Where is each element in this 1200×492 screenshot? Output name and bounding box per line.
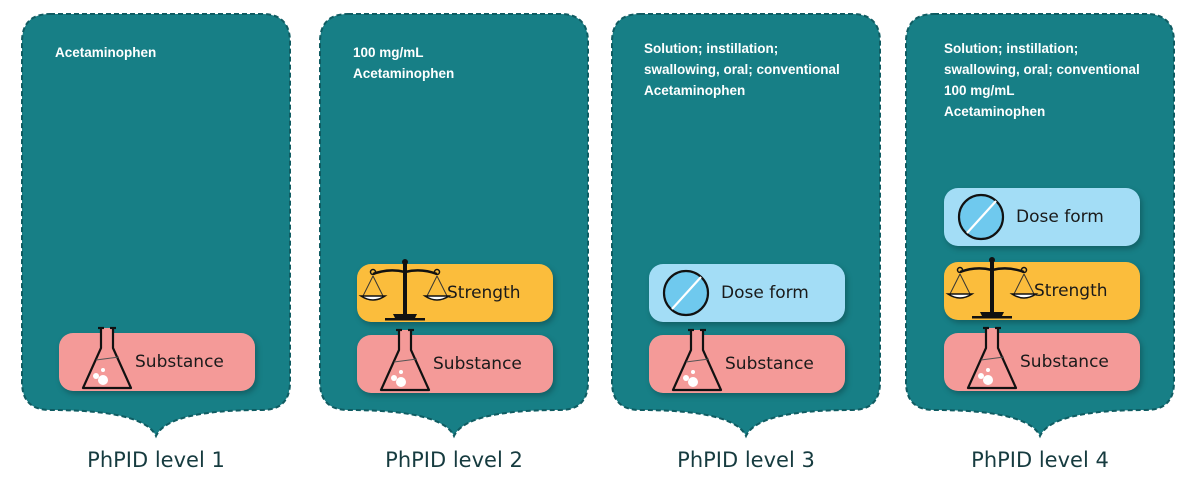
- substance-chip: Substance: [649, 328, 845, 393]
- strength-label: Strength: [447, 283, 521, 303]
- flask-icon: [671, 328, 723, 392]
- dose-form-chip: Dose form: [944, 188, 1140, 246]
- flask-icon: [81, 326, 133, 390]
- strength-chip: Strength: [357, 259, 553, 322]
- dose-form-label: Dose form: [1016, 207, 1104, 227]
- description-line: Solution; instillation;: [644, 41, 779, 56]
- panel-shape: [611, 13, 881, 439]
- substance-label: Substance: [433, 354, 522, 374]
- level-4-description: Solution; instillation; swallowing, oral…: [944, 38, 1140, 122]
- dose-form-chip: Dose form: [649, 264, 845, 322]
- level-1-description: Acetaminophen: [55, 42, 156, 63]
- substance-chip: Substance: [357, 328, 553, 393]
- tablet-icon: [957, 193, 1005, 241]
- flask-icon: [966, 326, 1018, 390]
- level-3-description: Solution; instillation; swallowing, oral…: [644, 38, 840, 101]
- panel-background: [21, 13, 291, 439]
- panel-background: [611, 13, 881, 439]
- level-4-title: PhPID level 4: [971, 448, 1109, 472]
- description-line: Acetaminophen: [944, 104, 1046, 119]
- tablet-icon: [662, 269, 710, 317]
- flask-icon: [379, 328, 431, 392]
- scale-icon: [945, 257, 1039, 319]
- description-line: swallowing, oral; conventional: [644, 62, 840, 77]
- dose-form-label: Dose form: [721, 283, 809, 303]
- description-line: Acetaminophen: [644, 83, 746, 98]
- strength-label: Strength: [1034, 281, 1108, 301]
- panel-shape: [21, 13, 291, 439]
- substance-chip: Substance: [944, 326, 1140, 391]
- scale-icon: [358, 259, 452, 321]
- substance-label: Substance: [135, 352, 224, 372]
- substance-label: Substance: [1020, 352, 1109, 372]
- substance-chip: Substance: [59, 326, 255, 391]
- strength-chip: Strength: [944, 257, 1140, 320]
- level-3-title: PhPID level 3: [677, 448, 815, 472]
- panel-background: [319, 13, 589, 439]
- substance-label: Substance: [725, 354, 814, 374]
- level-2-description: 100 mg/mL Acetaminophen: [353, 42, 454, 84]
- description-line: 100 mg/mL: [944, 83, 1015, 98]
- level-2-title: PhPID level 2: [385, 448, 523, 472]
- panel-shape: [319, 13, 589, 439]
- description-line: Solution; instillation;: [944, 41, 1079, 56]
- description-line: 100 mg/mL: [353, 45, 424, 60]
- description-line: Acetaminophen: [55, 45, 157, 60]
- description-line: Acetaminophen: [353, 66, 455, 81]
- description-line: swallowing, oral; conventional: [944, 62, 1140, 77]
- level-1-title: PhPID level 1: [87, 448, 225, 472]
